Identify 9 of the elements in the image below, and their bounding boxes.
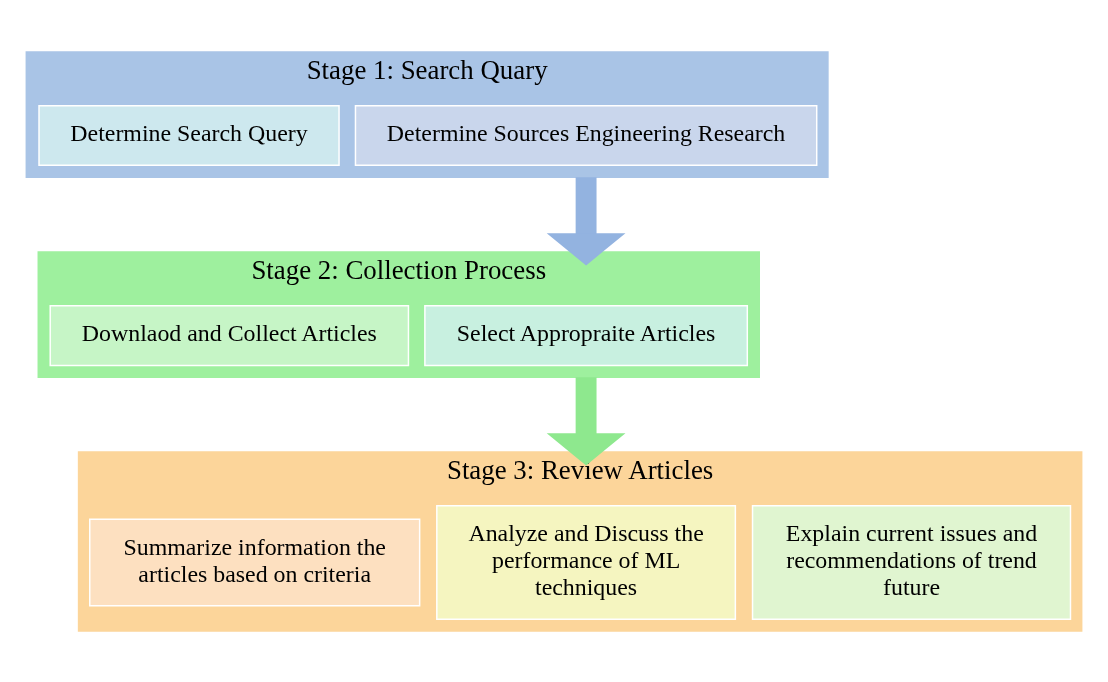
node-box: Explain current issues and recommendations of trend future	[751, 504, 1072, 620]
node-box: Select Appropraite Articles	[424, 304, 749, 366]
node-box: Downlaod and Collect Articles	[49, 304, 410, 366]
arrow	[546, 376, 626, 465]
node-box: Determine Sources Engineering Research	[354, 104, 818, 166]
node-box: Determine Search Query	[38, 104, 340, 166]
node-box: Summarize information the articles based on criteria	[89, 517, 421, 606]
arrow	[546, 176, 626, 265]
node-box: Analyze and Discuss the performance of ML techniques	[436, 504, 737, 620]
